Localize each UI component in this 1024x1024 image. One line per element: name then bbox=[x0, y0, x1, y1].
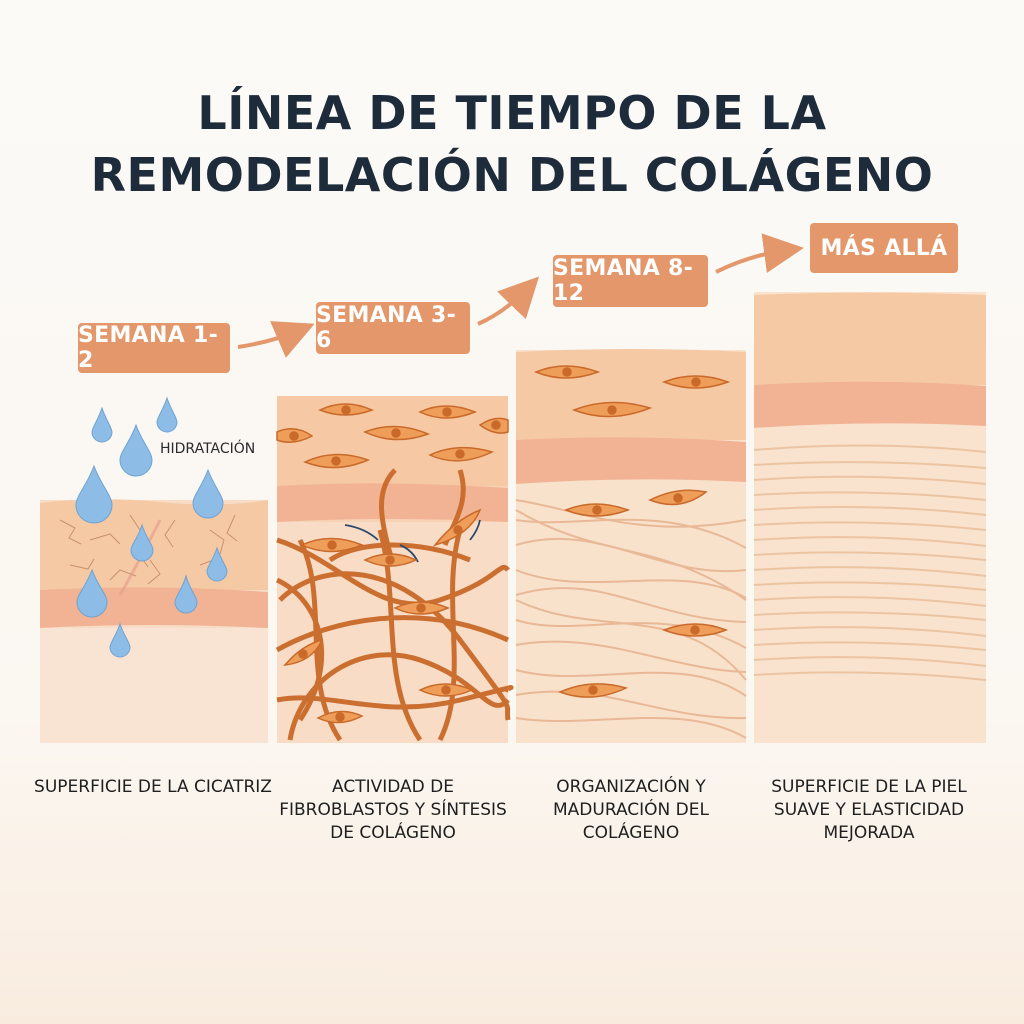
water-drop-icon bbox=[76, 568, 108, 618]
fibroblast-cell-icon bbox=[432, 508, 482, 547]
fibroblast-cell-icon bbox=[418, 405, 478, 419]
fibroblast-cell-icon bbox=[276, 428, 314, 443]
fibroblast-cell-icon bbox=[564, 503, 631, 517]
water-drop-icon bbox=[119, 423, 153, 477]
water-drop-icon bbox=[91, 406, 113, 443]
water-drop-icon bbox=[192, 468, 224, 519]
page-title: LÍNEA DE TIEMPO DE LA REMODELACIÓN DEL C… bbox=[0, 82, 1024, 206]
arrow-icon bbox=[477, 276, 540, 326]
fibroblast-cell-icon bbox=[393, 601, 450, 615]
water-drop-icon bbox=[130, 523, 154, 562]
arrow-icon bbox=[237, 321, 315, 358]
badge-week-3-6: SEMANA 3-6 bbox=[316, 302, 470, 354]
caption-smooth-skin: SUPERFICIE DE LA PIEL SUAVE Y ELASTICIDA… bbox=[771, 777, 967, 843]
fibroblast-cell-icon bbox=[418, 683, 474, 697]
caption-collagen-organization: ORGANIZACIÓN Y MADURACIÓN DEL COLÁGENO bbox=[553, 777, 709, 843]
water-drop-icon bbox=[75, 464, 113, 524]
fibroblast-cell-icon bbox=[661, 375, 731, 389]
hydration-label: HIDRATACIÓN bbox=[160, 441, 256, 457]
arrow-icon bbox=[344, 524, 379, 541]
fibroblast-cell-icon bbox=[571, 401, 653, 418]
fibroblast-cell-icon bbox=[318, 403, 374, 416]
fibroblast-cell-icon bbox=[648, 489, 708, 506]
water-drop-icon bbox=[174, 574, 198, 614]
badge-week-8-12: SEMANA 8-12 bbox=[553, 255, 708, 307]
water-drop-icon bbox=[156, 396, 178, 433]
fibroblast-cell-icon bbox=[300, 537, 364, 553]
fibroblast-cell-icon bbox=[478, 417, 509, 434]
water-drop-icon bbox=[109, 622, 131, 658]
fibroblast-cell-icon bbox=[534, 365, 601, 379]
caption-fibroblast-activity: ACTIVIDAD DE FIBROBLASTOS Y SÍNTESIS DE … bbox=[279, 777, 507, 843]
fibroblast-cell-icon bbox=[558, 683, 629, 698]
fibroblast-cell-icon bbox=[283, 638, 324, 666]
fibroblast-cell-icon bbox=[661, 623, 729, 637]
title-line-1: LÍNEA DE TIEMPO DE LA bbox=[197, 86, 827, 140]
fibroblast-cell-icon bbox=[428, 446, 495, 462]
fibroblast-cell-icon bbox=[363, 425, 431, 441]
water-drop-icon bbox=[206, 546, 228, 582]
arrow-icon bbox=[715, 233, 804, 274]
title-line-2: REMODELACIÓN DEL COLÁGENO bbox=[90, 148, 934, 202]
badge-beyond: MÁS ALLÁ bbox=[810, 223, 958, 273]
caption-scar-surface: SUPERFICIE DE LA CICATRIZ bbox=[34, 777, 272, 797]
fibroblast-cell-icon bbox=[303, 453, 371, 469]
fibroblast-cell-icon bbox=[363, 553, 418, 567]
fibroblast-cell-icon bbox=[316, 710, 364, 724]
badge-week-1-2: SEMANA 1-2 bbox=[78, 323, 230, 373]
arrow-icon bbox=[469, 519, 481, 541]
